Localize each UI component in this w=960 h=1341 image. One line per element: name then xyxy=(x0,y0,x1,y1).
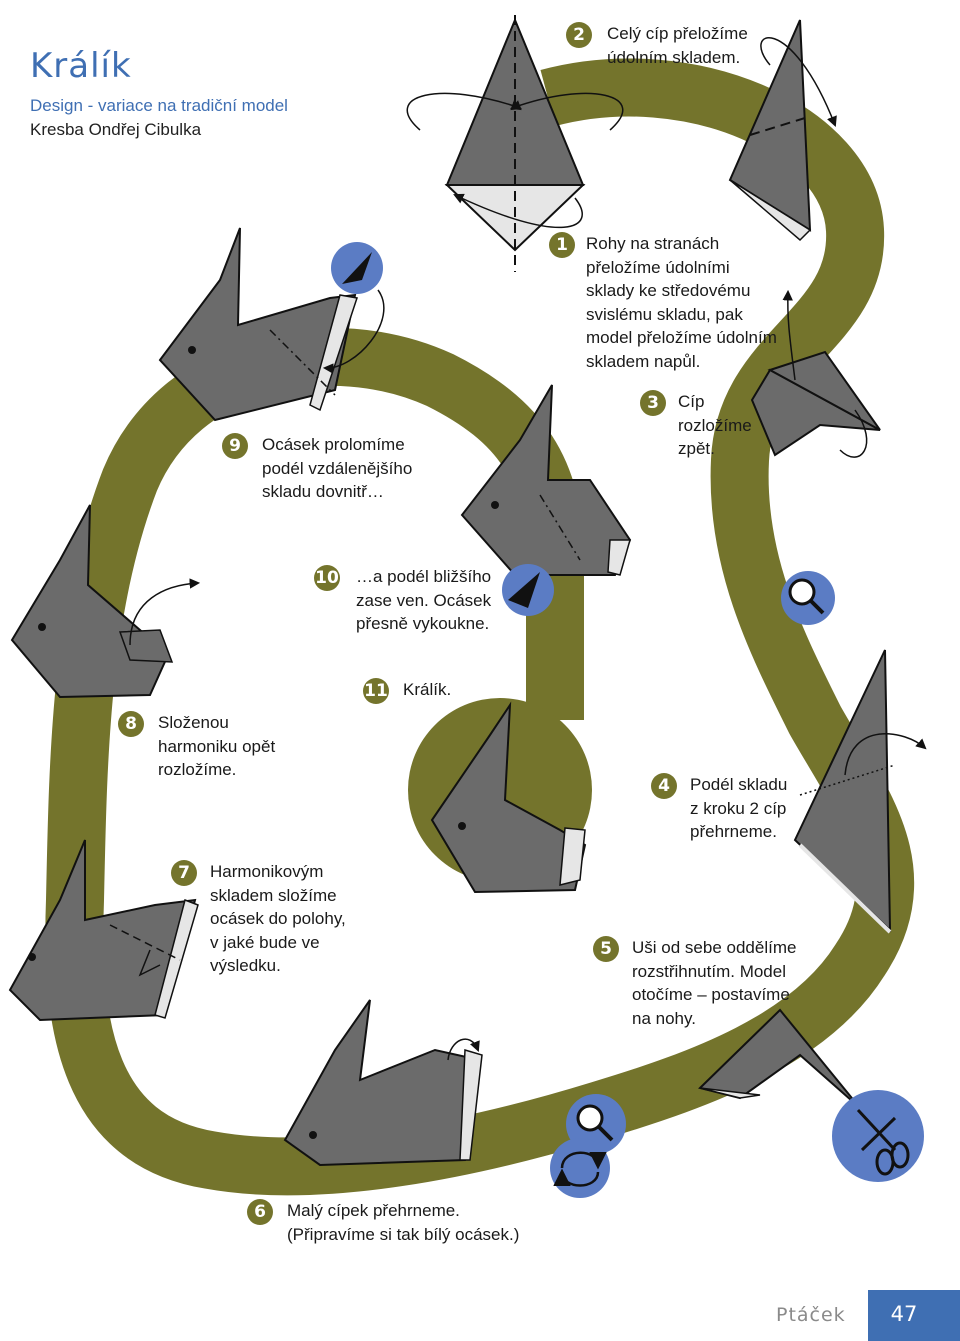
step-number-badge: 1 xyxy=(549,232,575,258)
step-number-badge: 3 xyxy=(640,390,666,416)
illustration-credit: Kresba Ondřej Cibulka xyxy=(30,120,202,139)
step-text: Malý cípek přehrneme. (Připravíme si tak… xyxy=(287,1201,520,1244)
step-text: Rohy na stranách přeložíme údolními skla… xyxy=(586,234,777,371)
step10-diagram xyxy=(460,384,835,625)
step2-diagram xyxy=(728,19,837,242)
step7-diagram xyxy=(8,839,199,1022)
rotate-icon xyxy=(553,1151,607,1187)
step-number-badge: 8 xyxy=(118,711,144,737)
step1-diagram xyxy=(406,15,624,272)
step-text: Celý cíp přeložíme údolním skladem. xyxy=(607,24,748,67)
step4-diagram xyxy=(793,649,927,934)
step-text: Uši od sebe oddělíme rozstřihnutím. Mode… xyxy=(632,938,797,1028)
step-number-badge: 4 xyxy=(651,773,677,799)
step-text: Složenou harmoniku opět rozložíme. xyxy=(158,713,276,779)
step-number-badge: 7 xyxy=(171,860,197,886)
step-number-badge: 9 xyxy=(222,433,248,459)
step-number-badge: 10 xyxy=(314,565,340,591)
step6-diagram xyxy=(283,999,626,1198)
step-number-badge: 5 xyxy=(593,936,619,962)
step-text: Harmonikovým skladem složíme ocásek do p… xyxy=(210,862,346,975)
step-text: Podél skladu z kroku 2 cíp přehrneme. xyxy=(690,775,788,841)
scissors-icon xyxy=(856,1108,910,1176)
page-title: Králík xyxy=(30,46,132,86)
page-number: 47 xyxy=(890,1302,918,1326)
page-subtitle: Design - variace na tradiční model xyxy=(30,96,288,115)
step9-diagram xyxy=(158,227,385,422)
step-number-badge: 11 xyxy=(363,678,389,704)
step5-diagram xyxy=(698,1008,924,1182)
step-number-badge: 2 xyxy=(566,22,592,48)
section-label: Ptáček xyxy=(776,1304,846,1326)
step8-diagram xyxy=(10,504,201,699)
step-text: Ocásek prolomíme podél vzdálenějšího skl… xyxy=(262,435,413,501)
step-text: Králík. xyxy=(403,680,452,699)
step11-diagram xyxy=(430,701,587,894)
mountain-fold-arrow-icon xyxy=(342,252,372,284)
step-text: …a podél bližšího zase ven. Ocásek přesn… xyxy=(356,567,492,633)
step-number-badge: 6 xyxy=(247,1199,273,1225)
page-number-box xyxy=(868,1290,960,1341)
magnifier-icon-2 xyxy=(788,578,825,615)
step-text: Cíp rozložíme zpět. xyxy=(678,392,752,458)
magnifier-icon xyxy=(576,1104,614,1142)
step3-diagram xyxy=(750,289,881,458)
olive-path xyxy=(45,58,915,1196)
